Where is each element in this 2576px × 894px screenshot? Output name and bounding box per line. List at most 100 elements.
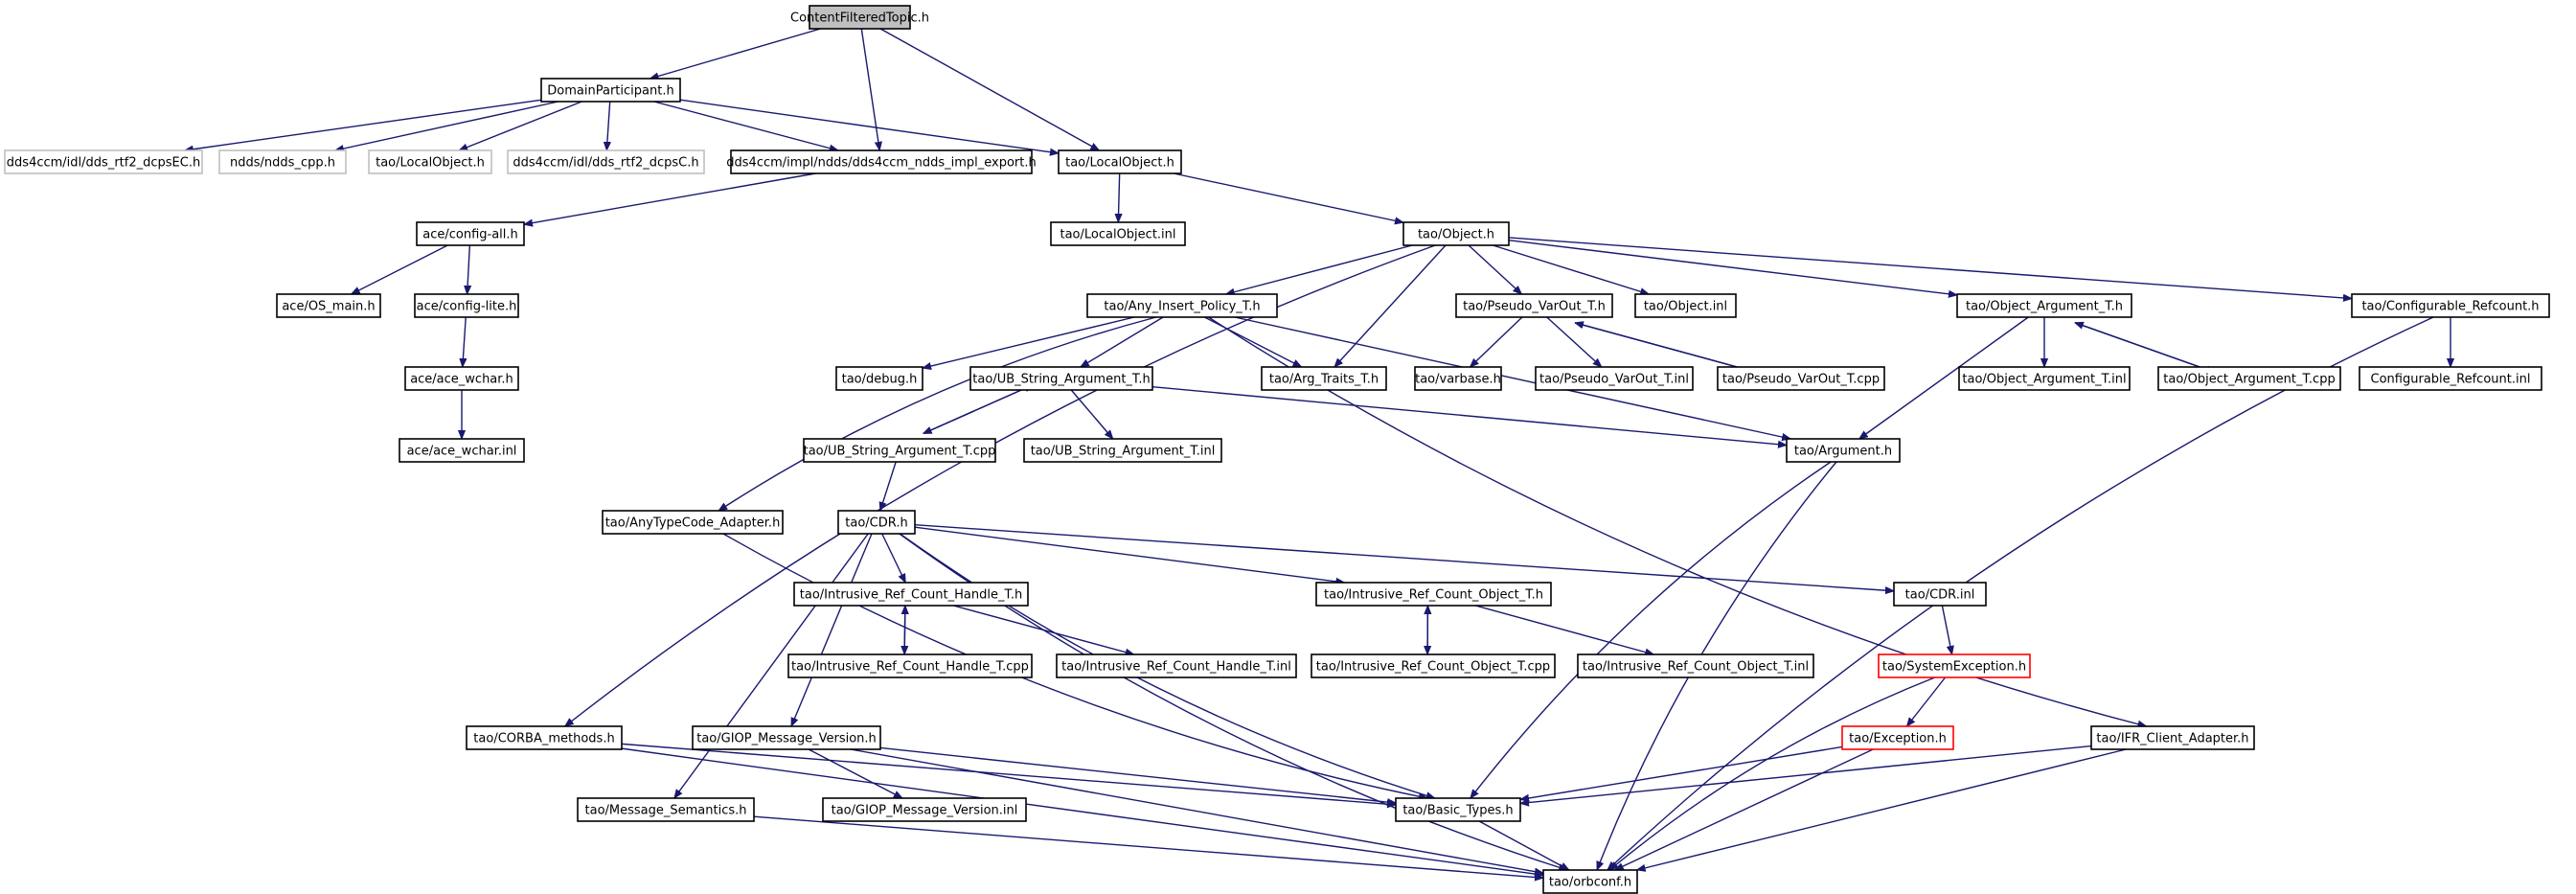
edge-tao-object-argument-t-h-to-tao-argument-h: [1859, 316, 2029, 439]
node-tao-object-h[interactable]: tao/Object.h: [1402, 221, 1510, 246]
node-tao-intrusive-ref-count-handle-t-h[interactable]: tao/Intrusive_Ref_Count_Handle_T.h: [793, 582, 1029, 607]
node-label: tao/Configurable_Refcount.h: [2361, 300, 2539, 314]
node-label: tao/GIOP_Message_Version.h: [696, 732, 877, 746]
node-tao-giop-message-version-h[interactable]: tao/GIOP_Message_Version.h: [692, 725, 881, 750]
node-tao-ub-string-argument-t-inl[interactable]: tao/UB_String_Argument_T.inl: [1023, 438, 1222, 463]
node-ace-config-all-h[interactable]: ace/config-all.h: [416, 221, 525, 246]
node-label: tao/UB_String_Argument_T.cpp: [804, 445, 996, 459]
node-ace-os-main-h[interactable]: ace/OS_main.h: [276, 293, 381, 318]
node-tao-ub-string-argument-t-cpp[interactable]: tao/UB_String_Argument_T.cpp: [803, 438, 996, 463]
node-tao-pseudo-varout-t-inl[interactable]: tao/Pseudo_VarOut_T.inl: [1535, 366, 1694, 391]
node-dds4ccm-idl-dds-rtf2-dcpsec-h[interactable]: dds4ccm/idl/dds_rtf2_dcpsEC.h: [4, 149, 203, 174]
node-tao-intrusive-ref-count-object-t-inl[interactable]: tao/Intrusive_Ref_Count_Object_T.inl: [1577, 653, 1814, 678]
node-ace-ace-wchar-h[interactable]: ace/ace_wchar.h: [404, 366, 519, 391]
node-box: [1261, 366, 1387, 391]
node-tao-object-argument-t-inl[interactable]: tao/Object_Argument_T.inl: [1958, 366, 2131, 391]
edge-contentfilteredtopic-h-to-tao-localobject-h: [879, 28, 1099, 151]
node-tao-corba-methods-h[interactable]: tao/CORBA_methods.h: [466, 725, 623, 750]
node-box: [787, 653, 1033, 678]
node-tao-giop-message-version-inl[interactable]: tao/GIOP_Message_Version.inl: [822, 797, 1027, 822]
node-tao-ifr-client-adapter-h[interactable]: tao/IFR_Client_Adapter.h: [2090, 725, 2255, 750]
node-label: tao/Pseudo_VarOut_T.h: [1463, 300, 1606, 314]
node-box: [414, 293, 519, 318]
node-tao-varbase-h[interactable]: tao/varbase.h: [1414, 366, 1502, 391]
node-layer: ContentFilteredTopic.hDomainParticipant.…: [4, 5, 2550, 894]
edge-tao-corba-methods-h-to-tao-basic-types-h: [621, 743, 1396, 805]
node-box: [2359, 366, 2542, 391]
node-label: ace/config-all.h: [422, 228, 518, 242]
node-contentfilteredtopic-h[interactable]: ContentFilteredTopic.h: [790, 5, 929, 30]
edge-ace-config-lite-h-to-ace-ace-wchar-h: [463, 316, 466, 367]
edge-tao-cdr-h-to-tao-intrusive-ref-count-object-t-h: [914, 526, 1344, 583]
edge-domainparticipant-h-to-dds4ccm-impl-ndds-dds4ccm-ndds-impl-export-h: [653, 101, 838, 150]
edge-tao-giop-message-version-h-to-tao-basic-types-h: [879, 746, 1396, 803]
node-tao-basic-types-h[interactable]: tao/Basic_Types.h: [1395, 797, 1521, 822]
edge-contentfilteredtopic-h-to-domainparticipant-h: [650, 28, 821, 79]
node-box: [837, 510, 916, 535]
edge-tao-intrusive-ref-count-handle-t-cpp-to-tao-intrusive-ref-count-handle-t-h: [904, 606, 905, 654]
node-ace-config-lite-h[interactable]: ace/config-lite.h: [414, 293, 519, 318]
edge-tao-ub-string-argument-t-cpp-to-tao-cdr-h: [880, 461, 897, 511]
node-tao-anytypecode-adapter-h[interactable]: tao/AnyTypeCode_Adapter.h: [602, 510, 784, 535]
edge-tao-intrusive-ref-count-object-t-h-to-tao-intrusive-ref-count-object-t-inl: [1475, 605, 1653, 654]
node-tao-object-argument-t-cpp[interactable]: tao/Object_Argument_T.cpp: [2157, 366, 2341, 391]
edge-tao-object-h-to-tao-object-argument-t-h: [1508, 240, 1957, 295]
node-box: [1050, 221, 1186, 246]
node-tao-cdr-inl[interactable]: tao/CDR.inl: [1893, 582, 1987, 607]
node-box: [1056, 653, 1297, 678]
node-dds4ccm-idl-dds-rtf2-dcpsc-h[interactable]: dds4ccm/idl/dds_rtf2_dcpsC.h: [507, 149, 705, 174]
node-tao-any-insert-policy-t-h[interactable]: tao/Any_Insert_Policy_T.h: [1086, 293, 1278, 318]
node-box: [276, 293, 381, 318]
node-box: [602, 510, 784, 535]
node-tao-localobject-h[interactable]: tao/LocalObject.h: [368, 149, 492, 174]
node-tao-cdr-h[interactable]: tao/CDR.h: [837, 510, 916, 535]
node-ace-ace-wchar-inl[interactable]: ace/ace_wchar.inl: [399, 438, 525, 463]
node-tao-localobject-inl[interactable]: tao/LocalObject.inl: [1050, 221, 1186, 246]
edge-tao-cdr-h-to-tao-intrusive-ref-count-handle-t-h: [881, 533, 906, 583]
node-box: [1878, 653, 2031, 678]
node-tao-object-argument-t-h[interactable]: tao/Object_Argument_T.h: [1956, 293, 2132, 318]
node-tao-message-semantics-h[interactable]: tao/Message_Semantics.h: [577, 797, 755, 822]
node-tao-pseudo-varout-t-cpp[interactable]: tao/Pseudo_VarOut_T.cpp: [1717, 366, 1885, 391]
node-box: [507, 149, 705, 174]
node-domainparticipant-h[interactable]: DomainParticipant.h: [540, 78, 681, 103]
node-tao-debug-h[interactable]: tao/debug.h: [835, 366, 923, 391]
node-tao-configurable-refcount-h[interactable]: tao/Configurable_Refcount.h: [2351, 293, 2550, 318]
node-tao-arg-traits-t-h[interactable]: tao/Arg_Traits_T.h: [1261, 366, 1387, 391]
edge-tao-giop-message-version-h-to-tao-orbconf-h: [850, 748, 1543, 873]
node-tao-exception-h[interactable]: tao/Exception.h: [1841, 725, 1954, 750]
node-tao-orbconf-h[interactable]: tao/orbconf.h: [1542, 869, 1638, 894]
node-label: ace/OS_main.h: [282, 300, 375, 314]
node-label: tao/CORBA_methods.h: [473, 732, 614, 746]
node-box: [1414, 366, 1502, 391]
node-box: [2157, 366, 2341, 391]
node-configurable-refcount-inl[interactable]: Configurable_Refcount.inl: [2359, 366, 2542, 391]
edge-domainparticipant-h-to-tao-localobject-h: [459, 101, 582, 151]
node-tao-object-inl[interactable]: tao/Object.inl: [1634, 293, 1737, 318]
node-tao-intrusive-ref-count-handle-t-inl[interactable]: tao/Intrusive_Ref_Count_Handle_T.inl: [1056, 653, 1297, 678]
node-dds4ccm-impl-ndds-dds4ccm-ndds-impl-export-h[interactable]: dds4ccm/impl/ndds/dds4ccm_ndds_impl_expo…: [726, 149, 1037, 174]
node-ndds-ndds-cpp-h[interactable]: ndds/ndds_cpp.h: [218, 149, 347, 174]
node-box: [368, 149, 492, 174]
node-label: tao/Arg_Traits_T.h: [1269, 373, 1379, 387]
edge-tao-ifr-client-adapter-h-to-tao-orbconf-h: [1637, 748, 2127, 870]
node-tao-intrusive-ref-count-object-t-cpp[interactable]: tao/Intrusive_Ref_Count_Object_T.cpp: [1311, 653, 1556, 678]
edge-tao-ub-string-argument-t-h-to-tao-ub-string-argument-t-inl: [1070, 389, 1113, 439]
node-label: tao/Basic_Types.h: [1402, 804, 1513, 818]
node-tao-localobject-h[interactable]: tao/LocalObject.h: [1058, 149, 1182, 174]
edge-domainparticipant-h-to-ndds-ndds-cpp-h: [335, 101, 559, 150]
node-tao-argument-h[interactable]: tao/Argument.h: [1786, 438, 1901, 463]
edge-tao-cdr-h-to-tao-giop-message-version-h: [790, 533, 873, 726]
node-tao-pseudo-varout-t-h[interactable]: tao/Pseudo_VarOut_T.h: [1455, 293, 1613, 318]
node-box: [1058, 149, 1182, 174]
node-tao-systemexception-h[interactable]: tao/SystemException.h: [1878, 653, 2031, 678]
node-tao-intrusive-ref-count-object-t-h[interactable]: tao/Intrusive_Ref_Count_Object_T.h: [1315, 582, 1552, 607]
node-tao-ub-string-argument-t-h[interactable]: tao/UB_String_Argument_T.h: [969, 366, 1153, 391]
node-box: [1958, 366, 2131, 391]
edge-dds4ccm-impl-ndds-dds4ccm-ndds-impl-export-h-to-ace-config-all-h: [524, 172, 816, 224]
edge-ace-config-all-h-to-ace-config-lite-h: [467, 244, 470, 294]
node-box: [835, 366, 923, 391]
node-tao-intrusive-ref-count-handle-t-cpp[interactable]: tao/Intrusive_Ref_Count_Handle_T.cpp: [787, 653, 1033, 678]
node-label: ace/ace_wchar.h: [410, 373, 513, 387]
edge-tao-object-h-to-tao-pseudo-varout-t-h: [1468, 244, 1521, 294]
